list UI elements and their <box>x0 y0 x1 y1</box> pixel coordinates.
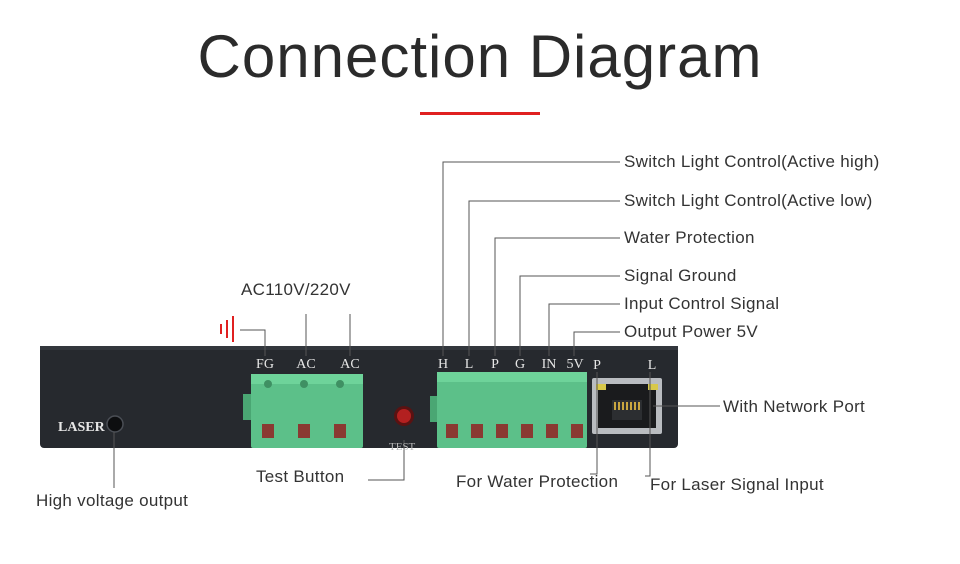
rj45-port-icon <box>592 378 662 434</box>
label-switch-high: Switch Light Control(Active high) <box>624 152 880 171</box>
terminal-label-l: L <box>465 357 474 372</box>
label-output-power: Output Power 5V <box>624 322 758 341</box>
port-led-label-l: L <box>648 358 657 373</box>
label-switch-low: Switch Light Control(Active low) <box>624 191 873 210</box>
label-ac-input: AC110V/220V <box>241 280 351 299</box>
port-led-label-p: P <box>593 358 601 373</box>
panel-laser-label: LASER <box>58 420 106 435</box>
panel-top-edge <box>40 346 678 350</box>
terminal-label-p: P <box>491 357 499 372</box>
high-voltage-jack-icon <box>106 415 124 433</box>
terminal-label-ac2: AC <box>340 357 359 372</box>
terminal-label-fg: FG <box>256 357 274 372</box>
terminal-label-ac1: AC <box>296 357 315 372</box>
label-signal-ground: Signal Ground <box>624 266 737 285</box>
panel-test-label: TEST <box>389 441 416 453</box>
leader-lines <box>113 161 720 488</box>
ground-symbol-icon <box>220 316 234 342</box>
label-for-water: For Water Protection <box>456 472 619 491</box>
page-title: Connection Diagram <box>197 23 763 90</box>
label-water-protection: Water Protection <box>624 228 755 247</box>
test-button-icon <box>397 409 411 423</box>
led-l-icon <box>648 384 658 390</box>
signal-terminal-block <box>430 372 587 448</box>
terminal-label-in: IN <box>542 357 557 372</box>
terminal-label-g: G <box>515 357 525 372</box>
terminal-label-5v: 5V <box>566 357 583 372</box>
terminal-label-h: H <box>438 357 448 372</box>
led-p-icon <box>596 384 606 390</box>
label-high-voltage: High voltage output <box>36 491 189 510</box>
power-terminal-block <box>243 374 363 448</box>
label-test-button: Test Button <box>256 467 345 486</box>
label-input-control: Input Control Signal <box>624 294 780 313</box>
label-for-laser: For Laser Signal Input <box>650 475 824 494</box>
label-network-port: With Network Port <box>723 397 866 416</box>
title-underline <box>420 112 540 115</box>
